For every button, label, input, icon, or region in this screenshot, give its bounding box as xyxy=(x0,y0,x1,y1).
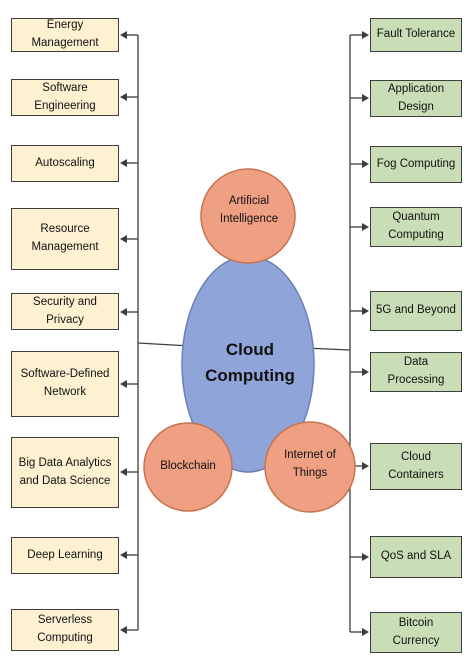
left-arrowhead xyxy=(120,308,127,316)
right-topic-label: Fog Computing xyxy=(376,157,456,170)
left-arrowhead xyxy=(120,31,127,39)
left-topic-box-deep-learning: Deep Learning xyxy=(11,537,119,574)
left-arrowhead xyxy=(120,626,127,634)
right-arrowhead xyxy=(362,307,369,315)
left-arrowhead xyxy=(120,159,127,167)
right-topic-label: Fault Tolerance xyxy=(376,28,456,41)
right-topic-box-fault-tolerance: Fault Tolerance xyxy=(370,18,462,52)
right-topic-label: Application Design xyxy=(387,82,445,113)
right-topic-box-bitcoin-currency: Bitcoin Currency xyxy=(370,612,462,653)
left-topic-label: Autoscaling xyxy=(35,156,95,169)
left-arrowhead xyxy=(120,235,127,243)
left-topic-box-resource-management: Resource Management xyxy=(11,208,119,270)
right-topic-box-qos-and-sla: QoS and SLA xyxy=(370,536,462,578)
right-topic-box-quantum-computing: Quantum Computing xyxy=(370,207,462,247)
right-arrowhead xyxy=(362,462,369,470)
left-topic-label: Software Engineering xyxy=(34,81,96,112)
right-arrowhead xyxy=(362,628,369,636)
left-topic-label: Resource Management xyxy=(31,223,99,253)
right-arrowhead xyxy=(362,223,369,231)
center-title: Cloud Computing xyxy=(205,339,295,385)
left-topic-box-energy-management: Energy Management xyxy=(11,18,119,52)
right-arrowhead xyxy=(362,368,369,376)
right-topic-label: Cloud Containers xyxy=(388,450,444,481)
right-topic-label: 5G and Beyond xyxy=(376,304,456,317)
left-arrowhead xyxy=(120,468,127,476)
left-topic-label: Software-Defined Network xyxy=(20,368,110,398)
right-topic-box-data-processing: Data Processing xyxy=(370,352,462,392)
left-topic-box-serverless-computing: Serverless Computing xyxy=(11,609,119,651)
artificial-intelligence-circle xyxy=(200,168,296,264)
right-arrowhead xyxy=(362,160,369,168)
bubble-label-internet-of-things: Internet of Things xyxy=(284,449,336,479)
right-arrowhead xyxy=(362,94,369,102)
left-topic-box-autoscaling: Autoscaling xyxy=(11,145,119,182)
internet-of-things-circle xyxy=(264,421,356,513)
left-topic-label: Security and Privacy xyxy=(33,295,97,326)
right-arrowhead xyxy=(362,553,369,561)
left-topic-box-software-defined-network: Software-Defined Network xyxy=(11,351,119,417)
left-topic-box-big-data-analytics: Big Data Analytics and Data Science xyxy=(11,437,119,508)
right-topic-label: Data Processing xyxy=(387,356,445,386)
left-topic-box-software-engineering: Software Engineering xyxy=(11,79,119,116)
left-topic-label: Big Data Analytics and Data Science xyxy=(18,456,112,487)
blockchain-circle xyxy=(143,422,233,512)
right-topic-box-5g-and-beyond: 5G and Beyond xyxy=(370,291,462,331)
right-topic-box-cloud-containers: Cloud Containers xyxy=(370,443,462,490)
left-arrowhead xyxy=(120,93,127,101)
bubble-label-blockchain: Blockchain xyxy=(160,460,216,473)
right-arrowhead xyxy=(362,31,369,39)
left-topic-label: Energy Management xyxy=(31,19,99,49)
left-hub-connector xyxy=(137,342,191,347)
right-topic-label: QoS and SLA xyxy=(380,550,452,563)
left-topic-label: Deep Learning xyxy=(27,548,103,561)
right-topic-label: Bitcoin Currency xyxy=(392,616,440,647)
right-topic-label: Quantum Computing xyxy=(388,211,444,241)
left-topic-box-security-and-privacy: Security and Privacy xyxy=(11,293,119,330)
right-topic-box-application-design: Application Design xyxy=(370,80,462,117)
bubble-label-artificial-intelligence: Artificial Intelligence xyxy=(219,195,279,225)
left-arrowhead xyxy=(120,551,127,559)
right-topic-box-fog-computing: Fog Computing xyxy=(370,146,462,183)
left-arrowhead xyxy=(120,380,127,388)
left-topic-label: Serverless Computing xyxy=(37,614,93,644)
